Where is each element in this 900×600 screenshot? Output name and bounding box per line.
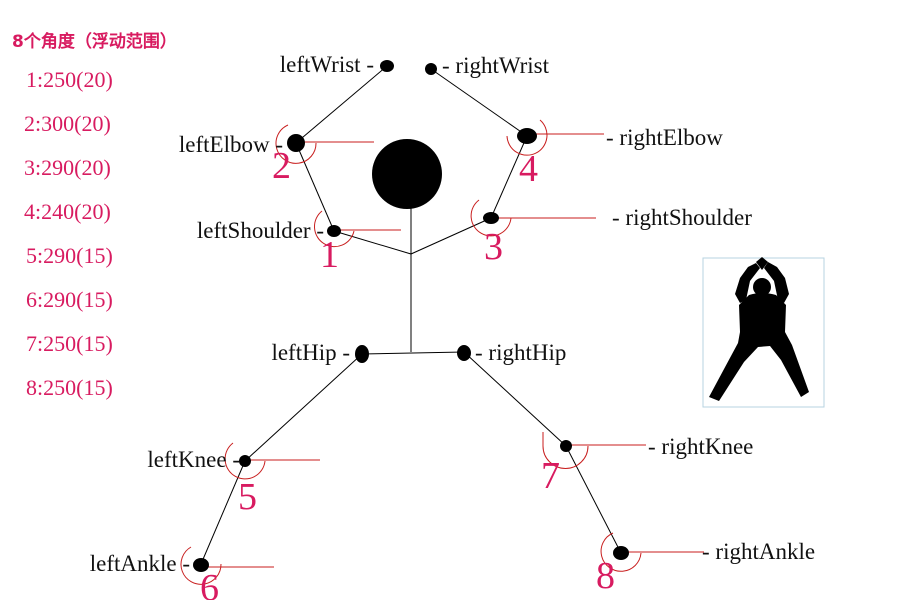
left-ankle-joint <box>193 558 209 572</box>
left-wrist-joint <box>380 60 394 72</box>
right-elbow-label: - rightElbow <box>606 125 723 150</box>
right-shoulder-label: - rightShoulder <box>612 205 752 230</box>
angle-number-7: 7 <box>541 455 560 497</box>
angle-number-8: 8 <box>596 555 615 597</box>
right-shin-bone <box>565 445 622 554</box>
angle-item-8: 8:250(15) <box>26 375 113 400</box>
left-shoulder-label: leftShoulder - <box>197 218 324 243</box>
right-elbow-joint <box>517 128 537 144</box>
left-hip-label: leftHip - <box>271 340 350 365</box>
angle-arc-2 <box>275 124 317 164</box>
angle-number-5: 5 <box>238 476 257 518</box>
karate-silhouette-icon <box>709 257 809 401</box>
right-upper-arm-bone <box>490 135 528 219</box>
left-shin-bone <box>200 460 246 565</box>
angle-item-6: 6:290(15) <box>26 287 113 312</box>
reference-pose-thumbnail <box>702 257 825 408</box>
angle-arc-4 <box>506 119 548 156</box>
left-elbow-joint <box>287 134 305 152</box>
angle-item-7: 7:250(15) <box>26 331 113 356</box>
angle-arc-8 <box>600 532 642 572</box>
left-ankle-label: leftAnkle - <box>90 551 190 576</box>
angle-item-3: 3:290(20) <box>24 155 111 180</box>
left-hip-joint <box>355 345 369 363</box>
reference-lines <box>201 133 704 568</box>
skeleton-joints <box>193 60 629 572</box>
angle-number-4: 4 <box>519 148 538 190</box>
right-wrist-label: - rightWrist <box>442 53 550 78</box>
right-clavicle-bone <box>410 217 492 255</box>
angle-item-2: 2:300(20) <box>24 111 111 136</box>
angle-arc-3 <box>470 199 512 237</box>
right-hip-label: - rightHip <box>475 340 566 365</box>
left-clavicle-bone <box>333 230 412 255</box>
left-forearm-bone <box>295 65 388 144</box>
angle-number-1: 1 <box>320 234 339 276</box>
left-knee-joint <box>239 455 251 467</box>
angle-number-6: 6 <box>200 567 219 600</box>
skeleton-bones <box>200 65 622 565</box>
right-thigh-bone <box>463 351 567 447</box>
angle-list-title: 8个角度（浮动范围） <box>12 31 177 52</box>
angle-arc-5 <box>224 442 266 480</box>
left-knee-label: leftKnee - <box>147 447 240 472</box>
left-shoulder-joint <box>327 225 341 237</box>
angle-arc-1 <box>313 210 355 248</box>
angle-arc-6 <box>180 546 222 585</box>
left-elbow-label: leftElbow - <box>179 132 283 157</box>
right-ankle-label: - rightAnkle <box>702 539 815 564</box>
pelvis-bone <box>361 351 465 355</box>
angle-number-2: 2 <box>272 145 291 187</box>
head-circle <box>372 139 442 209</box>
left-wrist-label: leftWrist - <box>280 52 374 77</box>
joint-labels: leftWrist - - rightWrist leftElbow - - r… <box>90 52 815 576</box>
angle-arc-7 <box>542 432 589 469</box>
right-wrist-joint <box>425 63 437 75</box>
angle-item-4: 4:240(20) <box>24 199 111 224</box>
right-hip-joint <box>457 345 471 361</box>
right-knee-label: - rightKnee <box>648 434 753 459</box>
right-ankle-joint <box>613 546 629 560</box>
right-forearm-bone <box>430 68 528 137</box>
angle-numbers: 1 2 3 4 5 6 7 8 <box>200 145 615 600</box>
left-upper-arm-bone <box>295 142 335 232</box>
angle-arcs <box>180 119 642 585</box>
angle-list-panel: 8个角度（浮动范围） 1:250(20) 2:300(20) 3:290(20)… <box>12 31 177 400</box>
angle-item-5: 5:290(15) <box>26 243 113 268</box>
right-shoulder-joint <box>483 212 499 224</box>
left-thigh-bone <box>244 353 363 462</box>
right-knee-joint <box>560 440 572 452</box>
angle-number-3: 3 <box>484 226 503 268</box>
angle-item-1: 1:250(20) <box>26 67 113 92</box>
